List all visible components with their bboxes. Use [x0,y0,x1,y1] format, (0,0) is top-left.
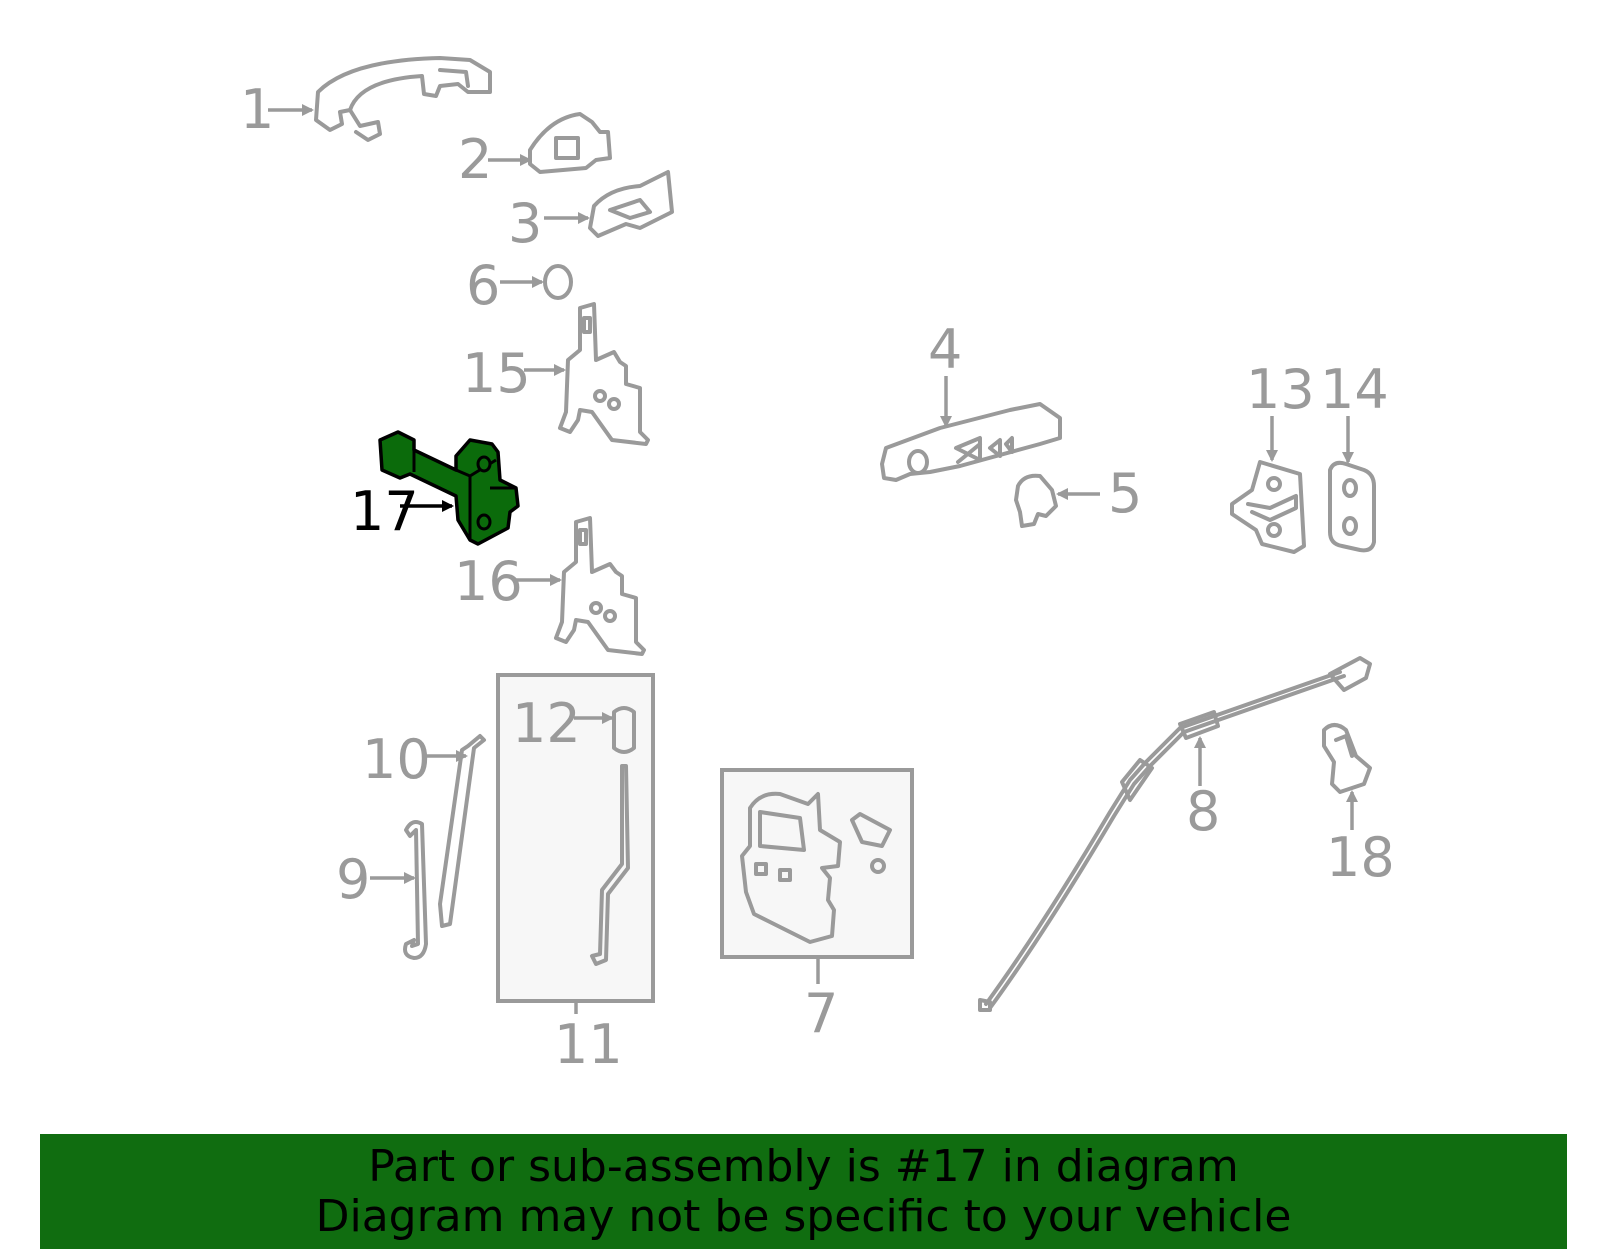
callout-12: 12 [512,692,581,755]
callout-2: 2 [458,128,492,191]
part-14-striker-shim [1328,460,1376,553]
part-3-handle-bracket [588,170,674,238]
part-7-latch [740,791,892,944]
callout-16: 16 [454,550,523,613]
callout-11: 11 [554,1013,623,1076]
part-9-rod [403,820,428,960]
part-6-o-ring [543,264,573,300]
part-12-clip [612,706,636,754]
part-17-door-check [378,430,520,546]
part-2-handle-cap [528,112,612,174]
part-info-banner: Part or sub-assembly is #17 in diagram D… [40,1134,1567,1249]
callout-6: 6 [466,254,500,317]
part-4-handle-frame [880,402,1062,482]
callout-4: 4 [928,318,962,381]
callout-7: 7 [804,982,838,1045]
callout-9: 9 [336,848,370,911]
part-10-rod [438,734,486,928]
parts-diagram: 1 2 3 6 15 17 16 [240,56,1395,1076]
callout-5: 5 [1108,462,1142,525]
callout-3: 3 [508,192,542,255]
callout-13: 13 [1246,358,1315,421]
callout-8: 8 [1186,780,1220,843]
part-11-box [496,673,655,1003]
part-11-rod [590,764,630,966]
part-5-lock-cylinder [1014,473,1058,528]
callout-10: 10 [362,728,431,791]
callout-15: 15 [462,342,531,405]
part-16-lower-hinge [554,516,646,656]
part-13-striker [1230,460,1306,554]
part-8-cable [978,656,1372,1012]
part-15-upper-hinge [558,302,650,446]
part-1-outside-handle [314,56,492,142]
callout-17: 17 [350,480,419,543]
part-18-cable-clip [1322,723,1372,794]
banner-line-part: Part or sub-assembly is #17 in diagram [368,1141,1239,1192]
banner-line-disclaimer: Diagram may not be specific to your vehi… [315,1191,1292,1242]
callout-18: 18 [1326,826,1395,889]
callout-14: 14 [1320,358,1389,421]
